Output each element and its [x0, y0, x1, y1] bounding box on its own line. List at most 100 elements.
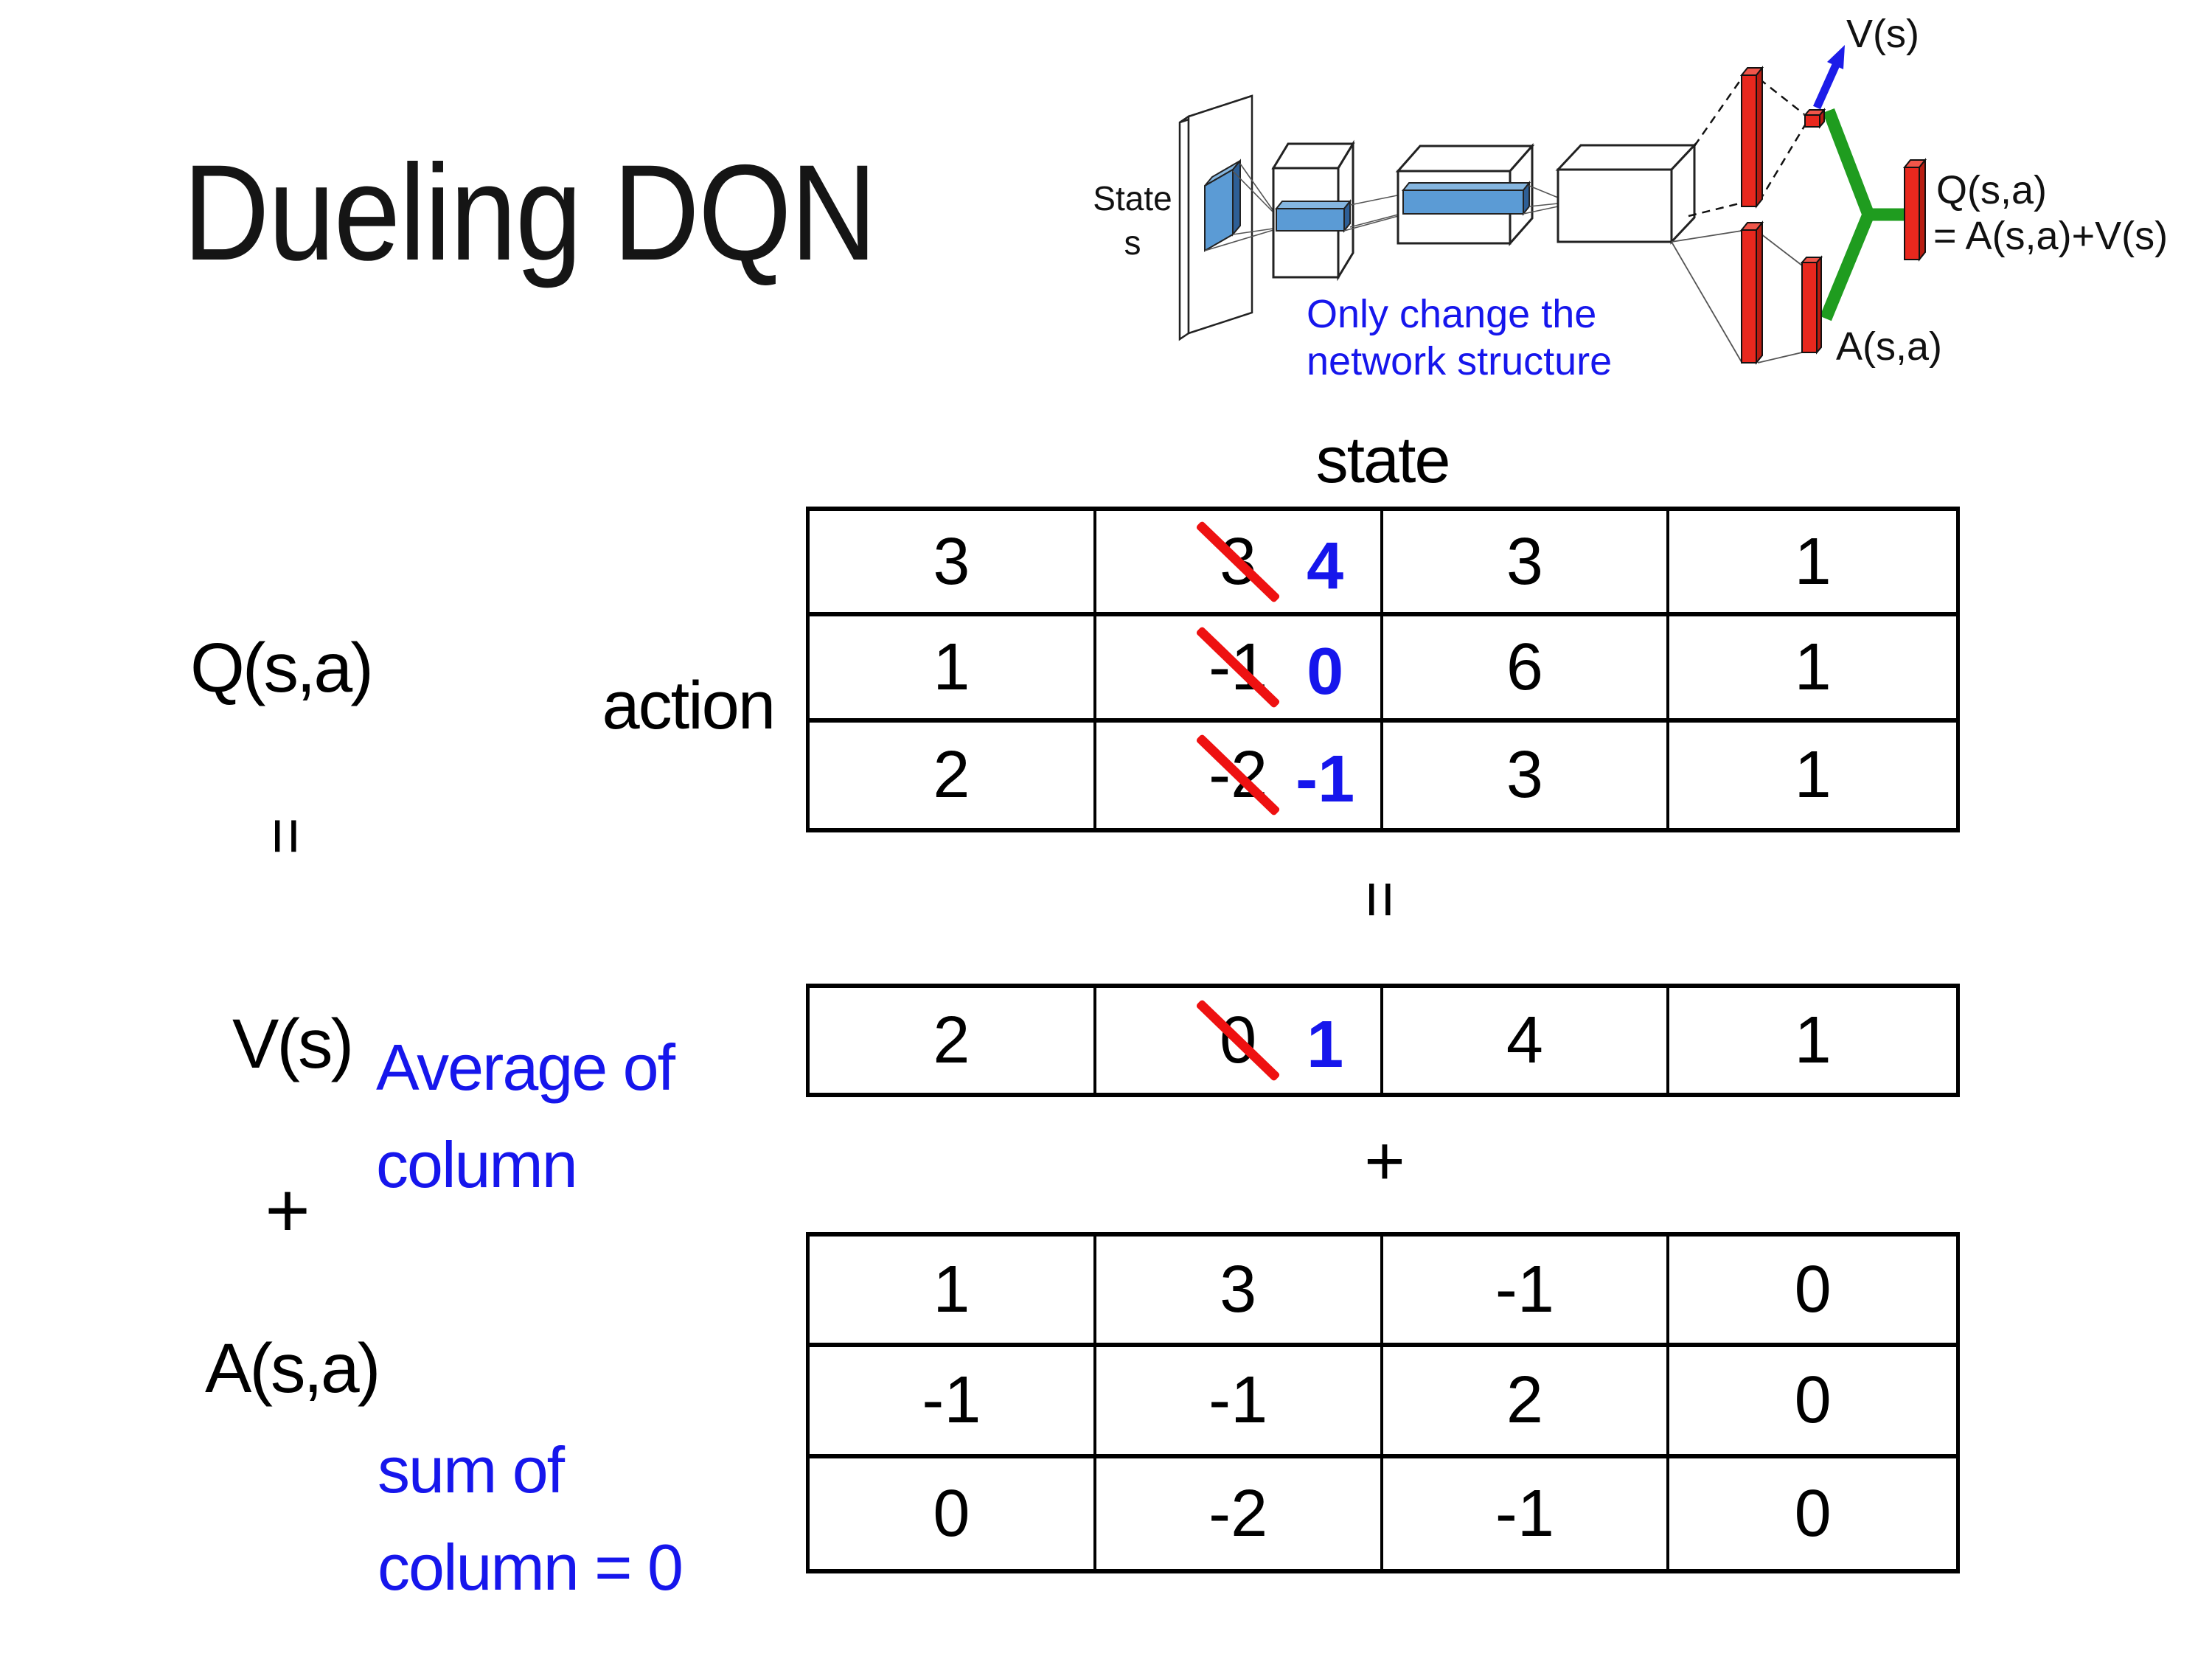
cell-value: 0	[933, 1476, 970, 1551]
a-cell-r0c3: 0	[1669, 1237, 1956, 1348]
q-cell-r0c0: 3	[810, 511, 1096, 617]
q-cell-r1c3: 1	[1669, 616, 1956, 723]
hidden-bar-top	[1739, 66, 1764, 209]
fc-box	[1555, 142, 1697, 245]
average-note-line2: column	[376, 1128, 578, 1201]
cell-value: 3	[1220, 1253, 1257, 1327]
cell-value: 1	[933, 630, 970, 704]
diagram-v-output-label: V(s)	[1846, 12, 1919, 56]
a-cell-r2c0: 0	[810, 1458, 1096, 1569]
v-cell-r0c0: 2	[810, 988, 1096, 1093]
diagram-q-output-label: Q(s,a)	[1936, 168, 2047, 212]
q-cell-r1c0: 1	[810, 616, 1096, 723]
cell-value: 2	[933, 1004, 970, 1077]
average-note: Average of column	[376, 1019, 675, 1214]
cell-value: -2	[1208, 1476, 1268, 1551]
state-header: state	[1315, 423, 1451, 496]
v-matrix-label: V(s)	[232, 1005, 354, 1083]
q-cell-r2c2: 3	[1383, 722, 1670, 828]
q-cell-r2c0: 2	[810, 722, 1096, 828]
q-cell-r0c1: 34	[1096, 511, 1383, 617]
diagram-state-label: State	[1093, 179, 1172, 218]
action-label: action	[602, 668, 776, 743]
q-cell-r1c1: -10	[1096, 616, 1383, 723]
q-cell-r0c3: 1	[1669, 511, 1956, 617]
cell-value: -1	[1208, 1363, 1268, 1438]
cell-value: 1	[1794, 630, 1832, 704]
projection-lines-3	[1523, 185, 1559, 215]
diagram-a-output-label: A(s,a)	[1836, 324, 1942, 369]
cell-value: 1	[933, 1253, 970, 1327]
cell-value: 0	[1794, 1476, 1832, 1551]
a-cell-r1c1: -1	[1096, 1347, 1383, 1458]
page-title: Dueling DQN	[183, 137, 877, 289]
a-cell-r0c1: 3	[1096, 1237, 1383, 1348]
q-cell-r2c1: -2-1	[1096, 722, 1383, 828]
cell-value: -1	[1495, 1253, 1554, 1327]
cell-value: 1	[1794, 738, 1832, 813]
cell-value: 4	[1506, 1004, 1543, 1077]
sum-note: sum of column = 0	[378, 1422, 684, 1616]
cell-value: 3	[1506, 524, 1543, 599]
a-cell-r1c2: 2	[1382, 1347, 1670, 1458]
diagram-note-line2: network structure	[1307, 339, 1612, 383]
a-cell-r1c3: 0	[1669, 1347, 1956, 1458]
solid-links	[1671, 230, 1803, 364]
q-cell-r2c3: 1	[1669, 723, 1956, 828]
cell-value: 0	[1794, 1363, 1832, 1438]
a-cell-r2c3: 0	[1669, 1458, 1956, 1569]
v-cell-r0c2: 4	[1383, 988, 1670, 1093]
q-output-bar	[1902, 158, 1927, 262]
q-cell-r0c2: 3	[1382, 511, 1670, 617]
cell-value: 3	[933, 524, 970, 599]
dueling-network-diagram: State s V(s) Q(s,a) = A(s,a)+V(s) A(s,a)…	[1093, 12, 2168, 383]
average-note-line1: Average of	[376, 1031, 675, 1104]
conv-filter-icon	[1204, 159, 1241, 252]
a-value-matrix: 1 3 -1 0 -1 -1 2 0 0 -2 -1 0	[806, 1232, 1960, 1573]
cell-value: 2	[933, 738, 970, 813]
value-node	[1803, 108, 1826, 129]
v-value-row: 2 01 4 1	[806, 984, 1960, 1097]
plus-sign-matrix: +	[1364, 1121, 1405, 1200]
equals-sign-matrix: =	[1344, 880, 1417, 919]
a-cell-r0c2: -1	[1382, 1237, 1670, 1348]
cell-value: -1	[922, 1363, 981, 1438]
a-cell-r2c1: -2	[1096, 1458, 1383, 1569]
replaced-value: 1	[1307, 1008, 1344, 1082]
projection-lines-1	[1204, 163, 1274, 251]
replaced-value: -1	[1295, 742, 1355, 817]
v-cell-r0c3: 1	[1669, 988, 1956, 1093]
diagram-note-line1: Only change the	[1307, 292, 1596, 336]
equals-sign-left: =	[250, 817, 323, 855]
diagram-state-symbol: s	[1124, 223, 1141, 262]
hidden-bar-bottom	[1739, 220, 1764, 365]
replaced-value: 0	[1307, 634, 1344, 709]
v-cell-r0c1: 01	[1096, 988, 1383, 1093]
feature-bar-2	[1401, 181, 1531, 216]
feature-bar-1	[1274, 199, 1352, 233]
cell-value: 6	[1506, 630, 1543, 704]
cell-value: 1	[1794, 1004, 1832, 1077]
q-cell-r1c2: 6	[1382, 616, 1670, 723]
advantage-bar	[1800, 255, 1823, 355]
sum-note-line1: sum of	[378, 1433, 565, 1506]
cell-value: 2	[1506, 1363, 1543, 1438]
a-cell-r0c0: 1	[810, 1237, 1096, 1348]
cell-value: 0	[1794, 1253, 1832, 1327]
cell-value: 3	[1506, 738, 1543, 813]
dashed-links	[1688, 77, 1807, 218]
q-matrix-label: Q(s,a)	[190, 629, 374, 707]
plus-sign-left: +	[265, 1167, 310, 1253]
a-cell-r2c2: -1	[1383, 1458, 1670, 1569]
projection-lines-2	[1343, 194, 1402, 232]
a-cell-r1c0: -1	[810, 1347, 1096, 1458]
sum-note-line2: column = 0	[378, 1531, 684, 1604]
cell-value: -1	[1495, 1476, 1554, 1551]
diagram-q-formula: = A(s,a)+V(s)	[1933, 214, 2168, 258]
replaced-value: 4	[1307, 529, 1344, 603]
a-matrix-label: A(s,a)	[205, 1329, 380, 1408]
combine-link	[1820, 108, 1905, 321]
value-arrow-icon	[1812, 45, 1845, 110]
